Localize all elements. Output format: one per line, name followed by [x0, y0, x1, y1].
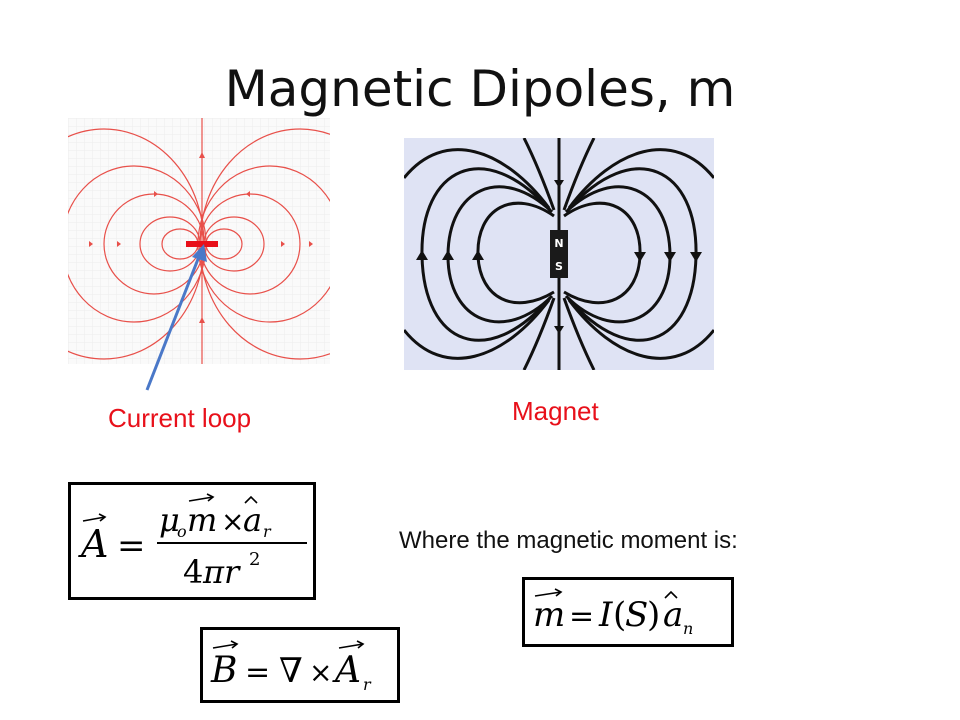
svg-text:μ: μ — [159, 501, 180, 539]
svg-text:πr: πr — [202, 553, 241, 591]
current-loop-field-figure — [68, 118, 330, 364]
magnet-label: Magnet — [512, 396, 599, 426]
svg-text:a: a — [663, 595, 683, 635]
svg-text:∇: ∇ — [279, 651, 303, 691]
svg-text:S: S — [625, 595, 648, 635]
svg-text:I: I — [598, 595, 613, 635]
svg-text:B: B — [210, 650, 237, 691]
magnetic-moment-equation: m = I ( S ) a n — [522, 577, 734, 647]
svg-text:2: 2 — [249, 549, 260, 570]
bar-magnet-field-figure: N S — [404, 138, 714, 370]
svg-text:n: n — [683, 619, 693, 638]
pointer-arrow — [145, 244, 207, 391]
svg-text:r: r — [363, 675, 372, 694]
svg-text:=: = — [117, 526, 146, 566]
magnetic-moment-formula: m = I ( S ) a n — [533, 588, 693, 638]
svg-text:=: = — [569, 599, 594, 634]
moment-description: Where the magnetic moment is: — [399, 527, 738, 554]
magnetic-field-equation: B = ∇ × A r — [200, 627, 400, 703]
page-title: Magnetic Dipoles, m — [224, 60, 736, 118]
north-pole-label: N — [554, 237, 563, 250]
vector-potential-text: A — [313, 485, 314, 486]
svg-text:×: × — [309, 656, 332, 689]
svg-text:m: m — [187, 501, 217, 539]
svg-text:a: a — [243, 501, 262, 539]
current-loop-label: Current loop — [108, 403, 252, 433]
svg-text:): ) — [647, 595, 660, 635]
svg-text:(: ( — [613, 595, 626, 635]
svg-text:o: o — [177, 522, 187, 541]
south-pole-label: S — [555, 260, 563, 273]
svg-text:A: A — [332, 650, 361, 691]
svg-text:r: r — [263, 522, 272, 541]
svg-text:m: m — [533, 595, 565, 635]
magnetic-field-formula: B = ∇ × A r — [210, 640, 372, 694]
svg-text:=: = — [245, 655, 270, 690]
svg-text:4: 4 — [183, 553, 203, 591]
svg-text:×: × — [221, 505, 244, 538]
vector-potential-formula: A = μ o m × a r 4 πr 2 — [78, 493, 307, 591]
svg-text:A: A — [78, 522, 108, 566]
vector-potential-equation: A = μ o m × a r 4 πr 2 A — [68, 482, 316, 600]
